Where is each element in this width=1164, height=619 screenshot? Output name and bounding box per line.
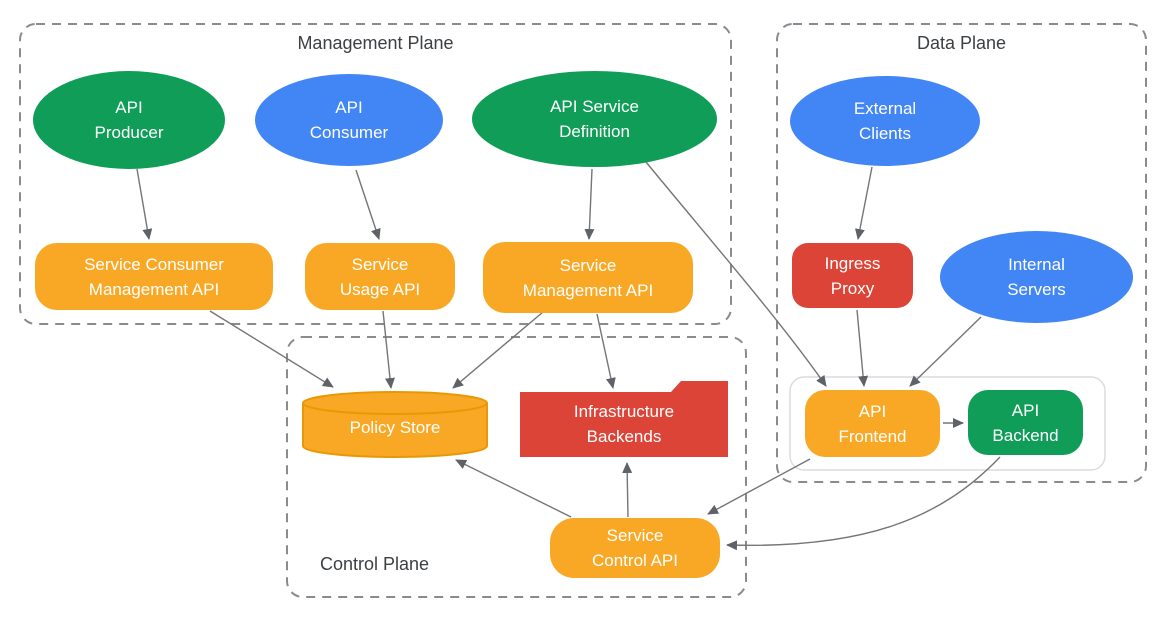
node-label: Proxy <box>830 278 875 298</box>
node-label: API <box>115 98 143 117</box>
node-api-consumer: API Consumer <box>255 74 443 166</box>
arrow-api-consumer-to-service-usage-api <box>355 169 381 240</box>
node-label: Service <box>351 254 409 274</box>
arrow-internal-servers-to-api-frontend <box>909 316 982 387</box>
management-plane-box <box>19 23 732 325</box>
arrow-service-management-api-to-infrastructure-backends <box>596 313 616 389</box>
arrow-service-control-api-to-policy-store <box>455 459 572 518</box>
node-api-frontend: API Frontend <box>805 390 940 457</box>
node-label: Control API <box>592 551 678 570</box>
data-plane-label: Data Plane <box>916 33 1007 53</box>
node-api-backend: API Backend <box>968 390 1083 455</box>
arrow-api-backend-to-service-control-api <box>726 456 1001 551</box>
node-label: Backends <box>586 427 662 446</box>
arrow-api-service-definition-to-api-frontend <box>645 161 827 387</box>
node-label: Frontend <box>838 426 907 446</box>
arrow-external-clients-to-ingress-proxy <box>855 166 873 240</box>
node-label: External <box>853 99 917 118</box>
node-label: Policy Store <box>349 417 441 437</box>
node-label: Producer <box>94 123 164 142</box>
arrow-api-producer-to-service-consumer-management-api <box>136 168 153 240</box>
management-plane-label: Management Plane <box>297 33 454 53</box>
node-label: API <box>1011 400 1040 420</box>
data-plane-box <box>776 23 1147 483</box>
node-label: Usage API <box>339 279 421 299</box>
arrow-service-control-api-to-infrastructure-backends <box>622 462 633 518</box>
node-label: Clients <box>859 124 911 143</box>
control-plane-box <box>286 336 747 598</box>
control-plane-label: Control Plane <box>320 554 430 574</box>
node-label: API <box>858 401 887 421</box>
arrow-service-consumer-management-api-to-policy-store <box>209 310 334 388</box>
node-label: Definition <box>559 122 630 141</box>
node-label: Ingress <box>824 253 881 273</box>
arrow-api-service-definition-to-service-management-api <box>584 168 595 240</box>
node-label: Infrastructure <box>573 402 675 421</box>
node-label: Management API <box>88 279 220 299</box>
node-policy-store: Policy Store <box>303 406 487 448</box>
node-label: Service <box>559 255 617 275</box>
node-label: Servers <box>1007 280 1066 299</box>
infrastructure-backends-folder <box>520 381 728 457</box>
node-label: Consumer <box>309 123 389 142</box>
node-label: Management API <box>522 280 654 300</box>
arrow-service-usage-api-to-policy-store <box>382 310 395 389</box>
node-label: Backend <box>992 425 1059 445</box>
node-label: API Service <box>550 97 639 116</box>
policy-store-cylinder <box>302 391 488 458</box>
node-label: Internal <box>1008 255 1065 274</box>
node-label: Service Consumer <box>84 254 224 274</box>
arrow-api-frontend-to-service-control-api <box>707 458 811 515</box>
node-label: API <box>335 98 363 117</box>
arrow-ingress-proxy-to-api-frontend <box>856 309 869 387</box>
node-label: Service <box>606 526 664 545</box>
node-api-producer: API Producer <box>33 71 225 169</box>
arrow-service-management-api-to-policy-store <box>452 311 544 389</box>
